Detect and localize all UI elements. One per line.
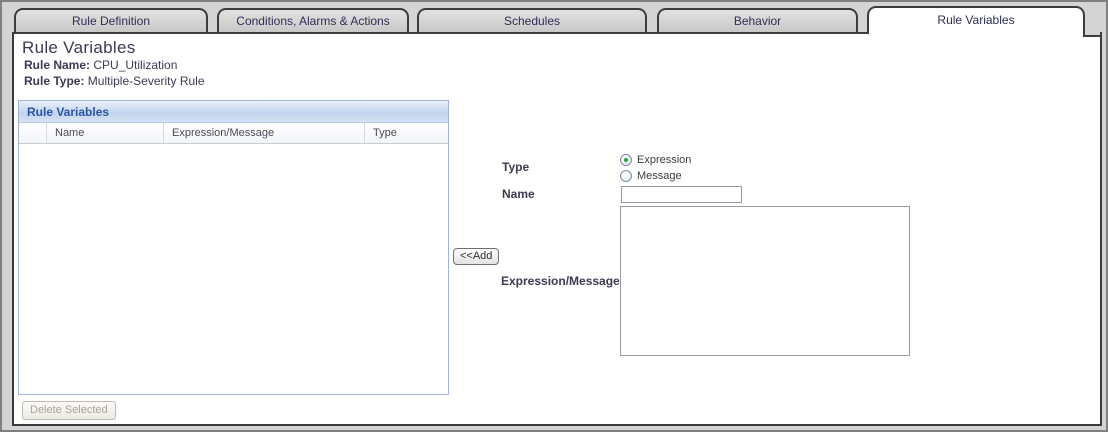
page-title: Rule Variables — [22, 38, 136, 57]
radio-option-expression[interactable]: Expression — [620, 152, 691, 167]
type-label: Type — [502, 160, 530, 174]
rule-type-value: Multiple-Severity Rule — [87, 74, 205, 88]
expression-message-label: Expression/Message — [501, 274, 620, 288]
active-tab-notch — [1083, 30, 1100, 37]
tab-schedules[interactable]: Schedules — [417, 8, 647, 32]
message-radio-label: Message — [637, 169, 682, 182]
column-header-selector — [19, 123, 47, 143]
tab-content-rule-variables: Rule Variables Rule Name: CPU_Utilizatio… — [12, 32, 1102, 426]
rule-variables-table-body[interactable] — [19, 144, 448, 394]
rule-variables-panel-title: Rule Variables — [19, 101, 448, 123]
name-input[interactable] — [621, 186, 742, 203]
tab-behavior[interactable]: Behavior — [657, 8, 858, 32]
column-header-expression-message[interactable]: Expression/Message — [164, 123, 365, 143]
rule-type-row: Rule Type: Multiple-Severity Rule — [24, 74, 205, 88]
rule-variables-panel: Rule Variables Name Expression/Message T… — [18, 100, 449, 395]
tab-rule-variables[interactable]: Rule Variables — [867, 6, 1085, 34]
delete-selected-button[interactable]: Delete Selected — [22, 401, 116, 420]
rule-name-row: Rule Name: CPU_Utilization — [24, 58, 177, 72]
tab-rule-definition[interactable]: Rule Definition — [14, 8, 208, 32]
expression-radio-button[interactable] — [620, 153, 632, 166]
rule-type-label: Rule Type: — [24, 74, 85, 88]
add-button[interactable]: <<Add — [453, 248, 500, 265]
expression-radio-label: Expression — [637, 153, 692, 166]
rule-name-value: CPU_Utilization — [93, 58, 178, 72]
column-header-type[interactable]: Type — [373, 127, 397, 139]
rule-name-label: Rule Name: — [24, 58, 91, 72]
type-radio-group: Expression Message — [620, 152, 691, 184]
radio-option-message[interactable]: Message — [620, 168, 691, 183]
name-label: Name — [502, 187, 535, 201]
tab-conditions-alarms-actions[interactable]: Conditions, Alarms & Actions — [217, 8, 409, 32]
rule-variables-table-header: Name Expression/Message Type — [19, 123, 448, 144]
expression-message-textarea[interactable] — [620, 206, 910, 356]
message-radio-button[interactable] — [620, 169, 632, 182]
column-header-name[interactable]: Name — [47, 123, 164, 143]
